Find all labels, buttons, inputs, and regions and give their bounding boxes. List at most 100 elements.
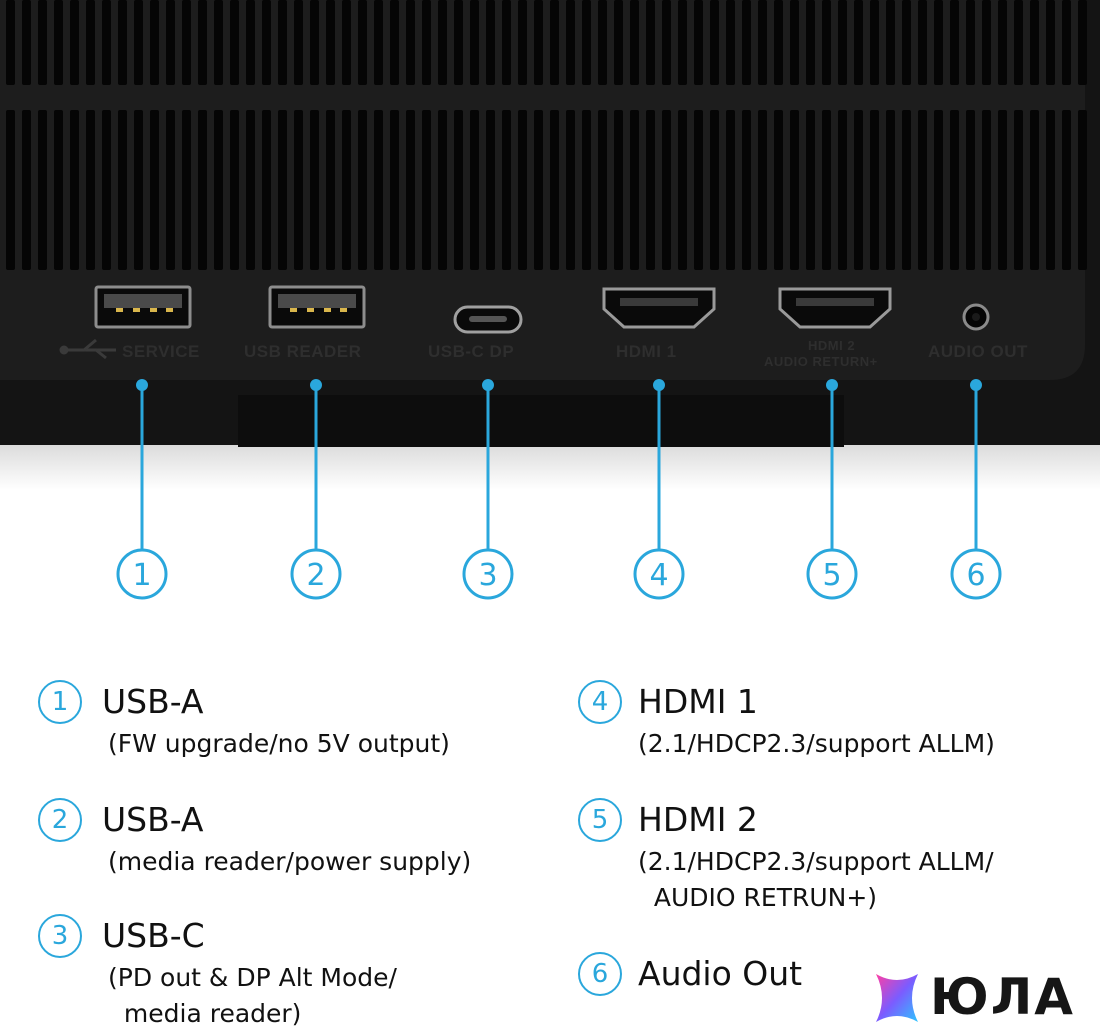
legend-badge-5: 5 bbox=[578, 798, 622, 842]
vent-slot bbox=[550, 110, 559, 270]
legend-title-5: HDMI 2 bbox=[638, 800, 758, 839]
vent-slot bbox=[1030, 110, 1039, 270]
label-audio-return: AUDIO RETURN+ bbox=[764, 354, 878, 369]
vent-slot bbox=[902, 0, 911, 85]
vent-slot bbox=[1014, 0, 1023, 85]
vent-slot bbox=[22, 110, 31, 270]
vent-slot bbox=[614, 110, 623, 270]
vent-slot bbox=[102, 0, 111, 85]
vent-slot bbox=[86, 110, 95, 270]
vent-slot bbox=[678, 0, 687, 85]
legend-desc-1: (FW upgrade/no 5V output) bbox=[108, 729, 450, 758]
vent-slot bbox=[230, 110, 239, 270]
vent-slot bbox=[806, 110, 815, 270]
vent-slot bbox=[166, 110, 175, 270]
vent-slot bbox=[1062, 110, 1071, 270]
vent-slot bbox=[870, 0, 879, 85]
device-shadow bbox=[0, 440, 1100, 490]
vent-slot bbox=[534, 110, 543, 270]
label-usb-reader: USB READER bbox=[244, 342, 361, 361]
vent-slot bbox=[790, 0, 799, 85]
vent-slot bbox=[886, 0, 895, 85]
port-usb-c bbox=[453, 305, 523, 334]
vent-slot bbox=[230, 0, 239, 85]
vent-slot bbox=[870, 110, 879, 270]
vent-slot bbox=[950, 0, 959, 85]
callout-lines bbox=[140, 385, 978, 550]
port-hdmi-1 bbox=[602, 287, 716, 329]
vent-slot bbox=[774, 110, 783, 270]
vent-slot bbox=[294, 0, 303, 85]
vent-slot bbox=[134, 110, 143, 270]
vent-slot bbox=[486, 0, 495, 85]
legend-desc-2: (media reader/power supply) bbox=[108, 847, 472, 876]
callout-dot-4 bbox=[653, 379, 665, 391]
vent-slot bbox=[822, 110, 831, 270]
legend-title-3: USB-C bbox=[102, 916, 205, 955]
vent-slot bbox=[710, 110, 719, 270]
label-audio-out: AUDIO OUT bbox=[928, 342, 1028, 361]
callout-circle-1 bbox=[116, 548, 168, 600]
vent-slot bbox=[742, 0, 751, 85]
port-hdmi-2 bbox=[778, 287, 892, 329]
vent-slot bbox=[278, 110, 287, 270]
vent-slot bbox=[262, 110, 271, 270]
vent-slot bbox=[1046, 110, 1055, 270]
vent-slot bbox=[1046, 0, 1055, 85]
vent-slot bbox=[1014, 110, 1023, 270]
legend-desc-4: (2.1/HDCP2.3/support ALLM) bbox=[638, 729, 995, 758]
vent-slot bbox=[566, 0, 575, 85]
port-usb-a-reader bbox=[268, 285, 366, 329]
vent-slot bbox=[470, 110, 479, 270]
label-usbc-dp: USB-C DP bbox=[428, 342, 514, 361]
vent-slot bbox=[198, 110, 207, 270]
vent-slot bbox=[214, 0, 223, 85]
vent-slot bbox=[326, 0, 335, 85]
vent-slot bbox=[198, 0, 207, 85]
callout-number-6: 6 bbox=[966, 558, 985, 593]
legend-badge-2: 2 bbox=[38, 798, 82, 842]
callout-circle-3 bbox=[462, 548, 514, 600]
vent-slot bbox=[646, 0, 655, 85]
callout-number-3: 3 bbox=[478, 558, 497, 593]
vent-slot bbox=[358, 110, 367, 270]
legend-desc-5: (2.1/HDCP2.3/support ALLM/ AUDIO RETRUN+… bbox=[638, 847, 994, 912]
vent-slot bbox=[630, 110, 639, 270]
callout-dot-5 bbox=[826, 379, 838, 391]
vent-slot bbox=[726, 0, 735, 85]
vent-slot bbox=[390, 110, 399, 270]
vent-slot bbox=[438, 0, 447, 85]
vent-slot bbox=[294, 110, 303, 270]
vent-slot bbox=[438, 110, 447, 270]
vent-slot bbox=[726, 110, 735, 270]
vent-slot bbox=[918, 110, 927, 270]
vent-slot bbox=[694, 110, 703, 270]
port-audio-jack bbox=[962, 303, 990, 331]
vent-slot bbox=[118, 110, 127, 270]
vent-slot bbox=[934, 0, 943, 85]
legend-badge-6: 6 bbox=[578, 952, 622, 996]
callout-dot-6 bbox=[970, 379, 982, 391]
vent-slot bbox=[278, 0, 287, 85]
vent-slot bbox=[998, 0, 1007, 85]
vent-slot bbox=[38, 110, 47, 270]
vent-slot bbox=[582, 0, 591, 85]
vent-slot bbox=[566, 110, 575, 270]
vent-slot bbox=[422, 110, 431, 270]
vent-slot bbox=[54, 0, 63, 85]
vent-slot bbox=[406, 0, 415, 85]
vent-slot bbox=[262, 0, 271, 85]
callout-number-5: 5 bbox=[822, 558, 841, 593]
legend-badge-1: 1 bbox=[38, 680, 82, 724]
vent-slot bbox=[326, 110, 335, 270]
port-usb-a-service bbox=[94, 285, 192, 329]
vent-slot bbox=[246, 110, 255, 270]
vent-slot bbox=[950, 110, 959, 270]
vent-slot bbox=[374, 110, 383, 270]
legend-title-6: Audio Out bbox=[638, 954, 803, 993]
vent-slot bbox=[550, 0, 559, 85]
vent-slot bbox=[518, 0, 527, 85]
callout-circles bbox=[116, 548, 1002, 600]
vent-slot bbox=[774, 0, 783, 85]
